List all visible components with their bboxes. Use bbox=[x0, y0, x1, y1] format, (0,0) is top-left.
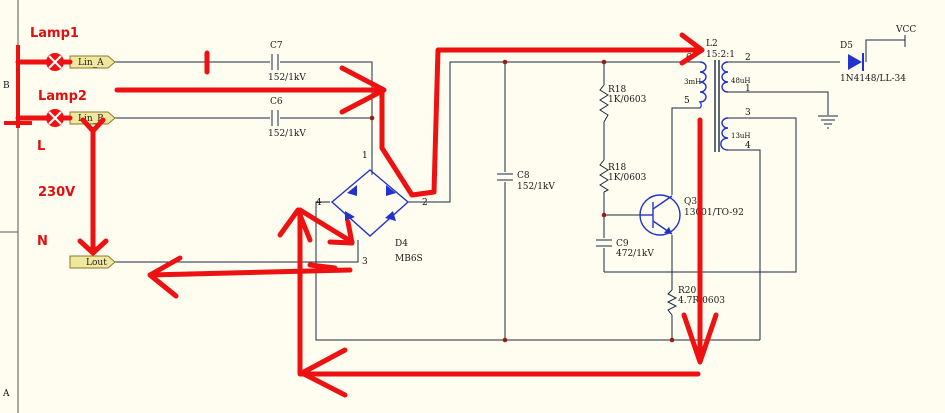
transistor-q3: Q3 13001/TO-92 bbox=[639, 194, 744, 236]
row-label-b: B bbox=[3, 81, 10, 91]
junction-dot bbox=[502, 59, 508, 65]
diode-d5: D5 1N4148/LL-34 bbox=[840, 41, 906, 84]
resistor-r18-lower: R18 1K/0603 bbox=[599, 159, 647, 193]
svg-text:D4: D4 bbox=[395, 239, 408, 249]
svg-text:2: 2 bbox=[745, 53, 751, 63]
svg-text:Q3: Q3 bbox=[684, 197, 697, 207]
svg-text:R20: R20 bbox=[678, 286, 697, 296]
svg-text:C8: C8 bbox=[517, 171, 530, 181]
svg-text:1K/0603: 1K/0603 bbox=[608, 95, 647, 105]
resistor-r20: R20 4.7R/0603 bbox=[666, 286, 725, 316]
port-lin-b: Lin_B bbox=[69, 111, 116, 125]
svg-text:1K/0603: 1K/0603 bbox=[608, 173, 647, 183]
svg-text:Lout: Lout bbox=[86, 258, 107, 268]
svg-text:C7: C7 bbox=[270, 41, 283, 51]
sheet-border: B A bbox=[0, 0, 19, 413]
lamp-2 bbox=[15, 109, 73, 127]
lamp2-label: Lamp2 bbox=[38, 89, 87, 104]
capacitor-c6: C6 152/1kV bbox=[268, 97, 306, 139]
svg-text:13001/TO-92: 13001/TO-92 bbox=[684, 208, 744, 218]
svg-text:R18: R18 bbox=[608, 85, 627, 95]
bridge-rectifier-d4: 1 2 3 4 D4 MB6S bbox=[316, 151, 428, 267]
svg-text:VCC: VCC bbox=[895, 25, 916, 35]
vcc-label: VCC bbox=[895, 25, 916, 35]
svg-text:152/1kV: 152/1kV bbox=[268, 129, 306, 139]
junctions bbox=[369, 59, 675, 343]
line-l-label: L bbox=[37, 139, 45, 154]
svg-text:152/1kV: 152/1kV bbox=[517, 182, 555, 192]
junction-dot bbox=[601, 59, 607, 65]
svg-text:MB6S: MB6S bbox=[395, 254, 423, 264]
svg-text:Lin_A: Lin_A bbox=[78, 58, 104, 68]
ground-symbol bbox=[818, 115, 838, 129]
lamp1-label: Lamp1 bbox=[30, 26, 79, 41]
junction-dot bbox=[601, 212, 607, 218]
svg-text:4: 4 bbox=[316, 198, 322, 208]
svg-text:1N4148/LL-34: 1N4148/LL-34 bbox=[840, 74, 906, 84]
svg-text:152/1kV: 152/1kV bbox=[268, 73, 306, 83]
svg-text:48uH: 48uH bbox=[731, 77, 751, 85]
svg-text:3: 3 bbox=[362, 257, 368, 267]
row-label-a: A bbox=[2, 389, 10, 399]
lamp-1 bbox=[15, 53, 73, 71]
capacitor-c9: C9 472/1kV bbox=[596, 238, 654, 259]
svg-text:Lin_B: Lin_B bbox=[78, 114, 104, 124]
svg-text:13uH: 13uH bbox=[731, 132, 751, 140]
svg-text:C9: C9 bbox=[616, 239, 629, 249]
port-lin-a: Lin_A bbox=[69, 55, 116, 69]
svg-text:D5: D5 bbox=[840, 41, 853, 51]
voltage-label: 230V bbox=[38, 185, 75, 200]
svg-text:472/1kV: 472/1kV bbox=[616, 249, 654, 259]
port-lout: Lout bbox=[69, 255, 116, 269]
capacitor-c8: C8 152/1kV bbox=[497, 171, 555, 192]
svg-text:1: 1 bbox=[362, 151, 368, 161]
junction-dot bbox=[669, 337, 675, 343]
junction-dot bbox=[502, 337, 508, 343]
wiring bbox=[115, 35, 906, 341]
svg-text:3mH: 3mH bbox=[684, 78, 701, 86]
svg-text:3: 3 bbox=[745, 108, 751, 118]
junction-dot bbox=[369, 115, 375, 121]
svg-text:C6: C6 bbox=[270, 97, 283, 107]
current-path-annotations bbox=[77, 32, 719, 398]
neutral-n-label: N bbox=[37, 234, 48, 249]
svg-text:L2: L2 bbox=[706, 39, 718, 49]
svg-text:4: 4 bbox=[745, 141, 751, 151]
svg-text:5: 5 bbox=[684, 96, 690, 106]
resistor-r18-upper: R18 1K/0603 bbox=[599, 84, 647, 123]
svg-text:R18: R18 bbox=[608, 163, 627, 173]
svg-text:1: 1 bbox=[745, 84, 751, 94]
svg-text:15:2:1: 15:2:1 bbox=[706, 50, 735, 60]
capacitor-c7: C7 152/1kV bbox=[268, 41, 306, 83]
svg-text:2: 2 bbox=[422, 198, 428, 208]
